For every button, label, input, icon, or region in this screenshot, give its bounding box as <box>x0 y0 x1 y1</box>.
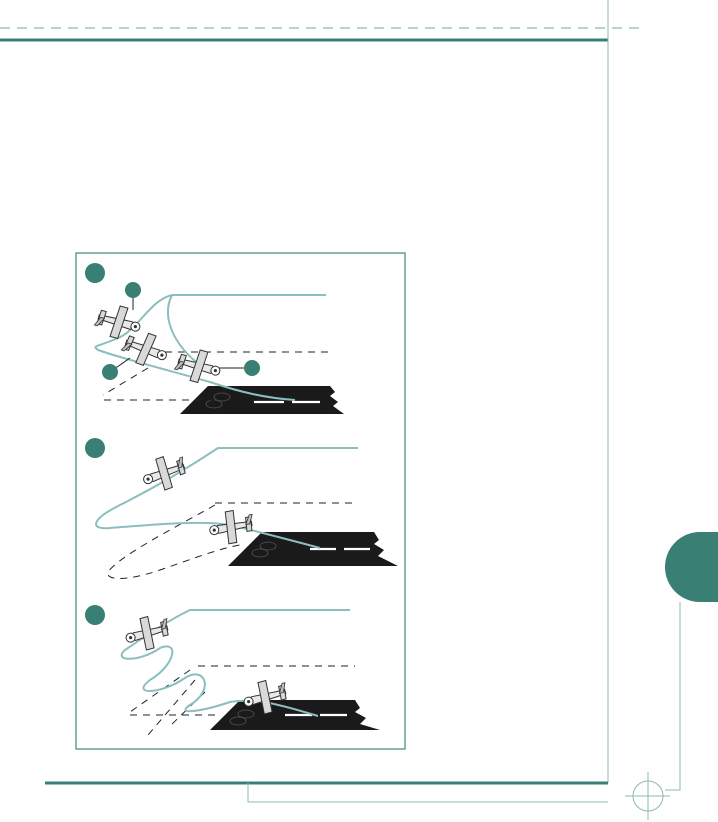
bottom-bracket <box>247 783 608 803</box>
crop-mark-icon <box>625 772 670 820</box>
panel-2-marker <box>85 438 105 458</box>
airplane-icon <box>206 506 257 548</box>
panel-3 <box>85 605 380 736</box>
panel-2-flight-path <box>95 447 358 549</box>
panel-3-marker <box>85 605 105 625</box>
panel-2 <box>85 438 398 579</box>
tab-leader <box>665 602 681 791</box>
runway-icon <box>180 386 344 414</box>
panel-1 <box>85 263 344 414</box>
callout-2 <box>102 364 118 380</box>
airplane-icon <box>92 300 145 344</box>
airplane-icon <box>137 449 192 497</box>
panel-3-flight-path <box>120 609 350 717</box>
airplane-icon <box>172 344 225 388</box>
callout-1 <box>125 282 141 298</box>
panel-1-marker <box>85 263 105 283</box>
figure-frame <box>75 252 406 750</box>
callout-3 <box>244 360 260 376</box>
chapter-tab-icon <box>665 532 718 602</box>
